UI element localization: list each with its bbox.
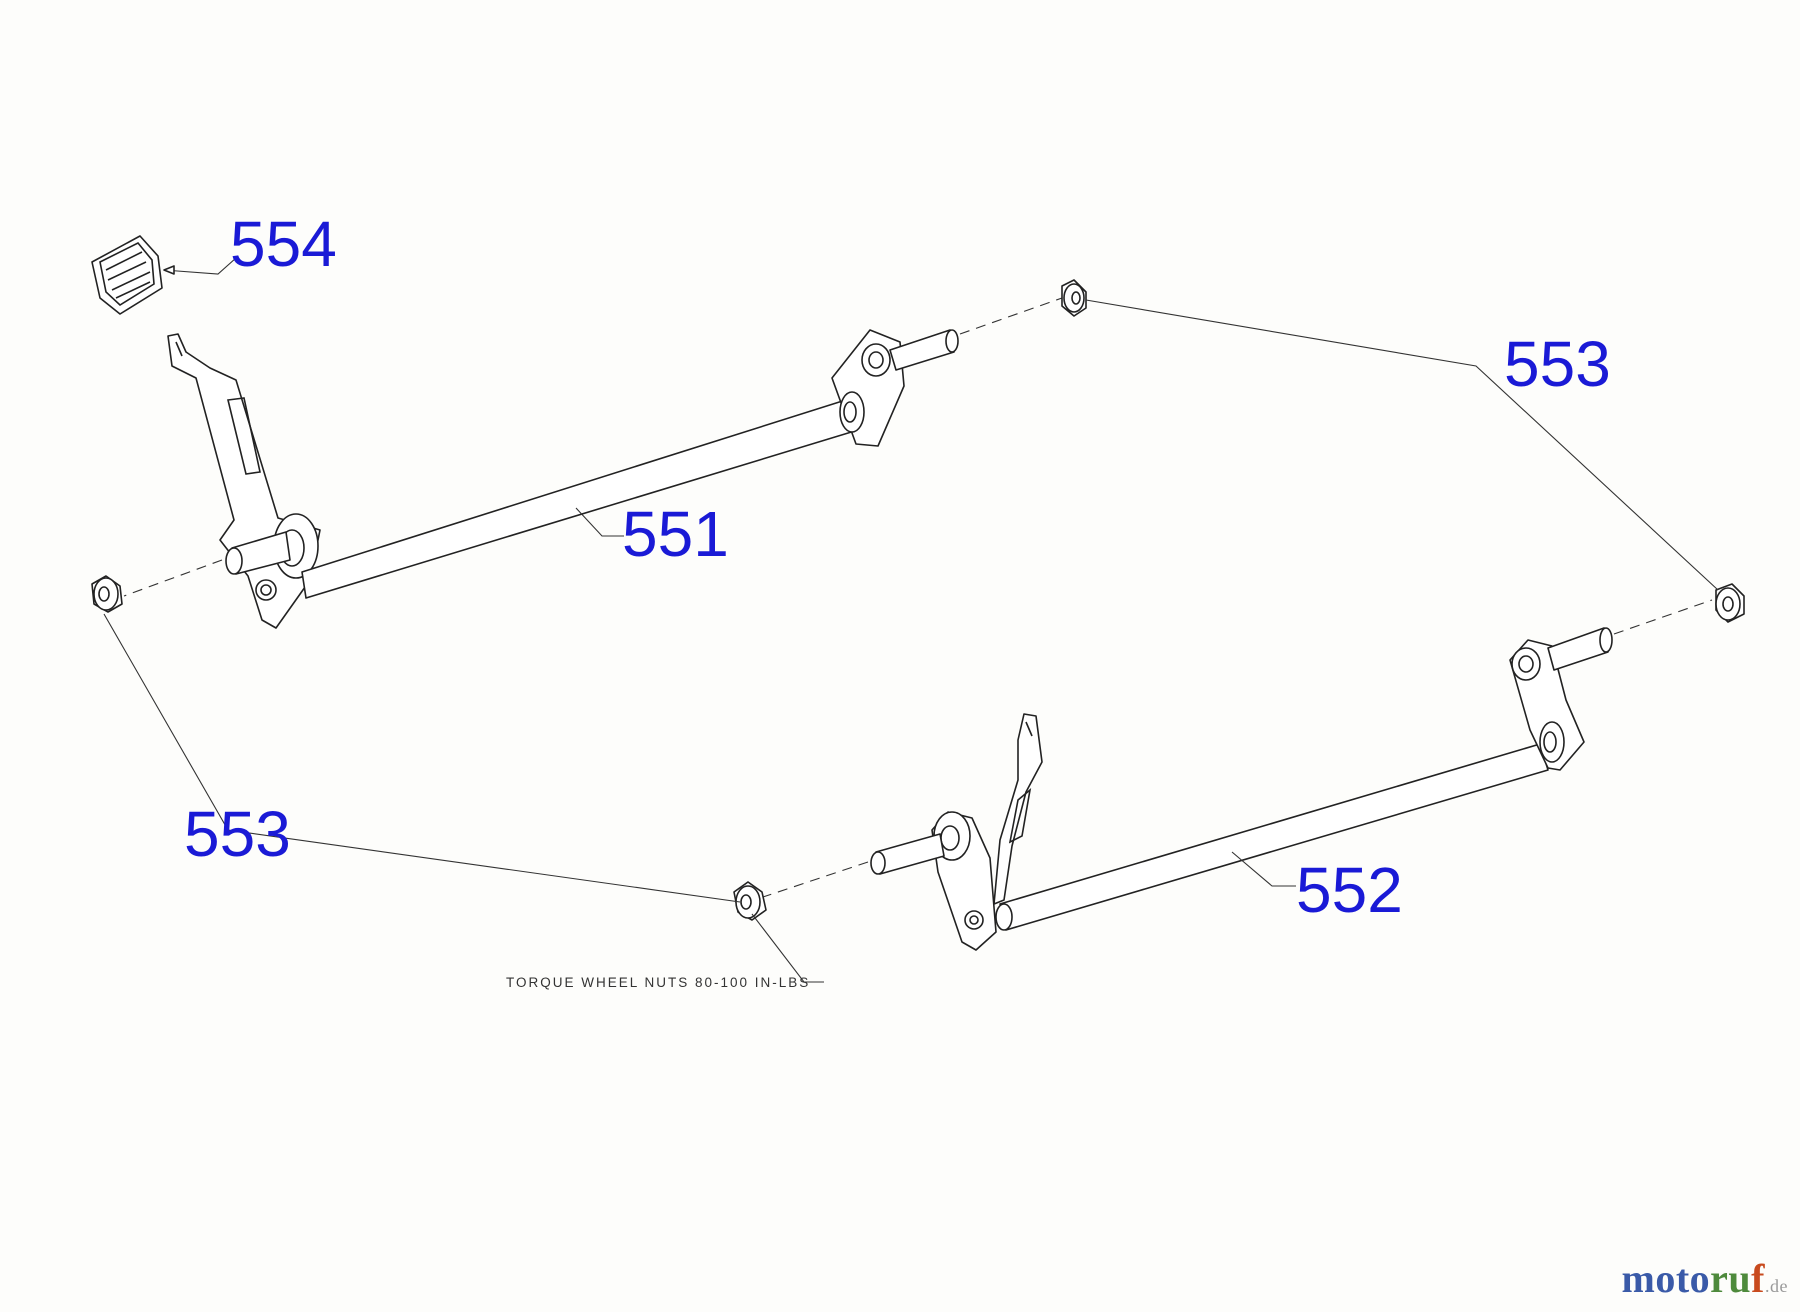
callout-552: 552 [1296,854,1403,926]
wheel-nut-553-right [1715,583,1745,623]
leader-552 [1231,851,1296,887]
leader-551 [575,507,624,537]
leader-note [751,913,824,983]
callout-554: 554 [230,208,337,280]
leader-553-left [103,613,741,903]
callout-551: 551 [622,498,729,570]
wheel-nut-553-top [1061,279,1087,317]
callout-553-top: 553 [1504,328,1611,400]
watermark-part4: .de [1765,1276,1788,1296]
axis-551-left [123,559,223,597]
axis-551-right [959,297,1063,335]
watermark-logo: motoruf.de [1622,1255,1788,1302]
axis-552-left [759,861,869,899]
callout-553-left: 553 [184,798,291,870]
axle-assembly-552 [870,627,1613,951]
watermark-part1: moto [1621,1256,1711,1301]
leader-553-top [1085,299,1719,591]
pedal-pad-554 [91,235,163,315]
wheel-nut-553-left [91,575,123,613]
torque-note: TORQUE WHEEL NUTS 80-100 IN-LBS [506,975,810,990]
axle-assembly-551 [167,329,959,629]
axis-552-right [1613,599,1713,635]
watermark-part3: f [1751,1256,1765,1301]
watermark-part2: ru [1710,1256,1752,1301]
wheel-nut-553-bottom [733,881,767,921]
leader-554 [163,257,237,275]
